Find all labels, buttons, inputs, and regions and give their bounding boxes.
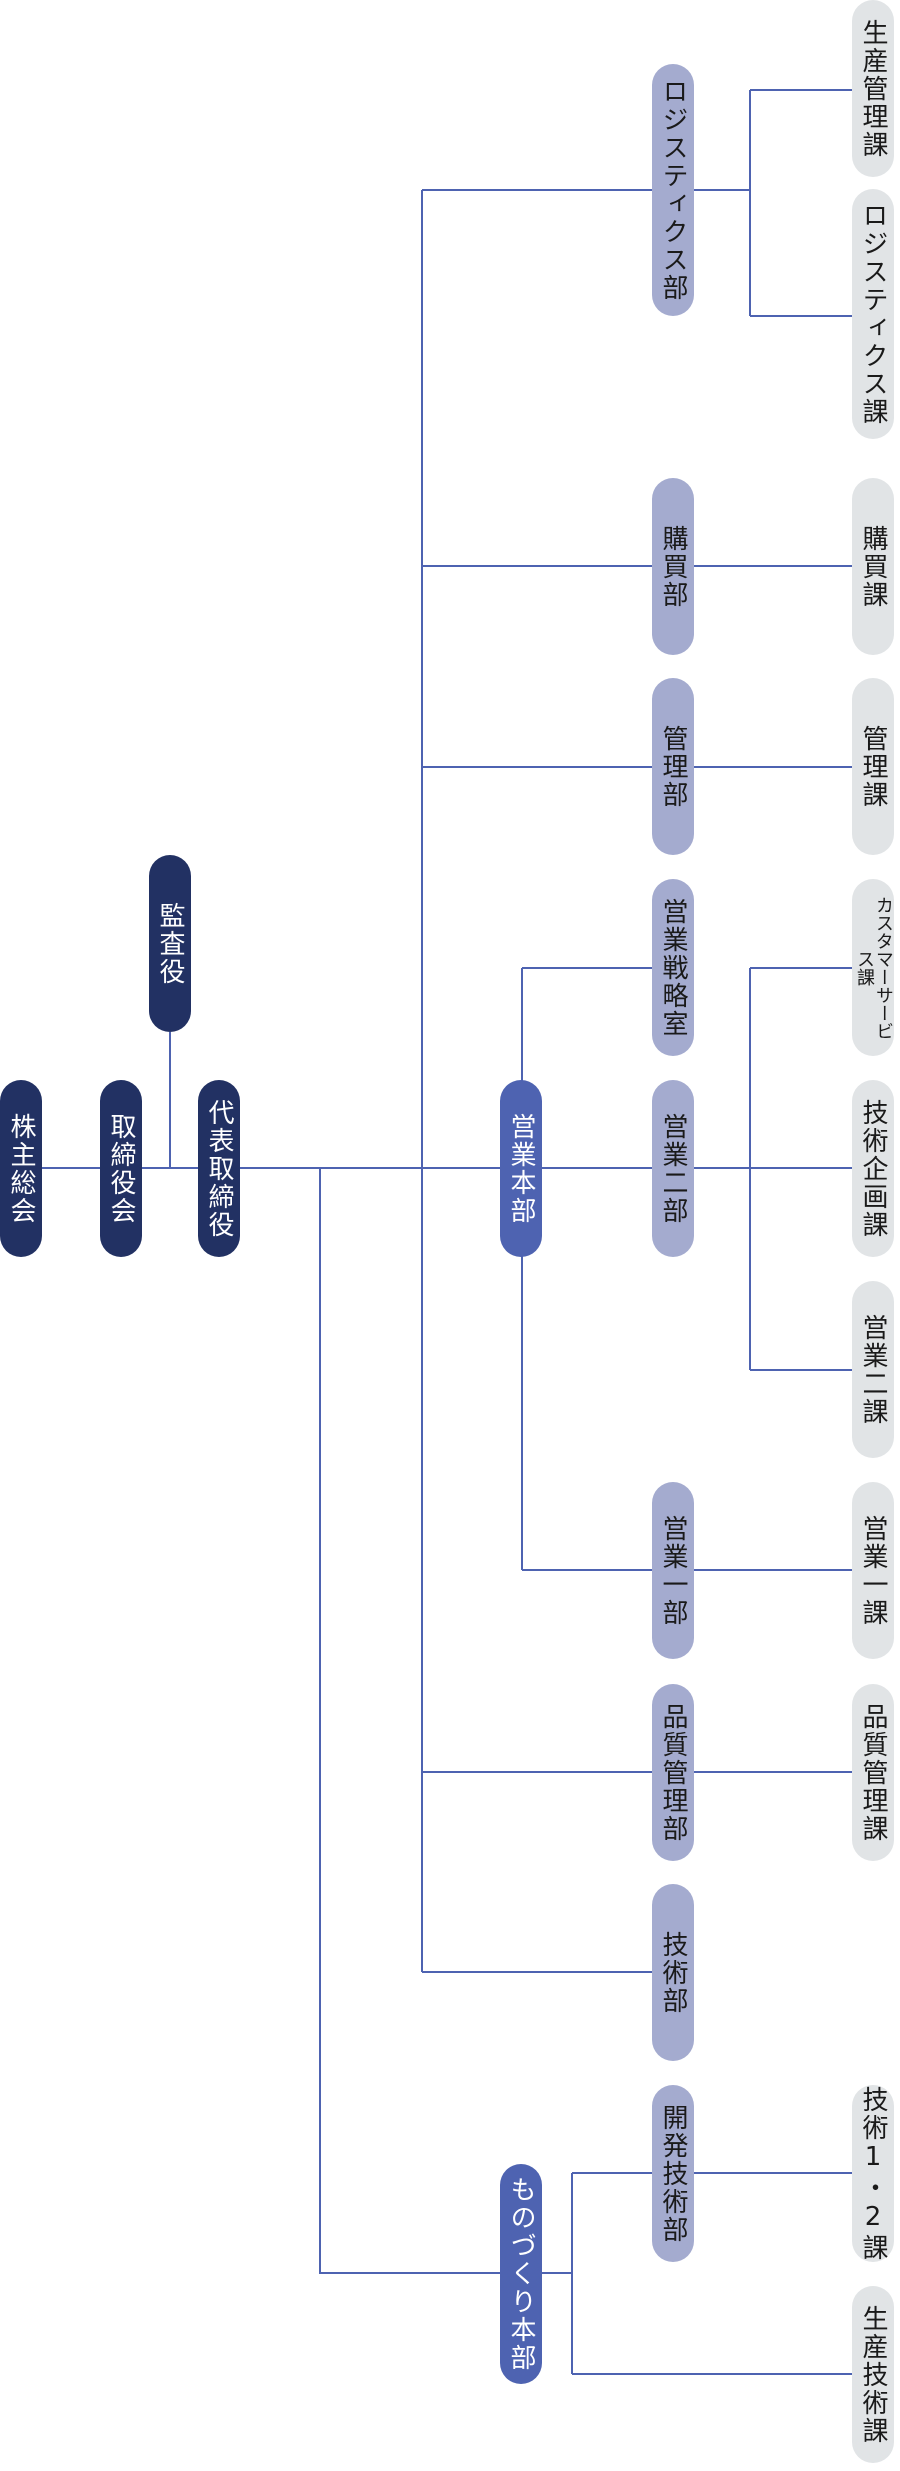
node-label: 営業二部 <box>658 1112 688 1225</box>
node-purchasing-section: 購買課 <box>852 478 894 655</box>
node-customer-service-section: カスタマーサービス課 <box>852 879 894 1056</box>
node-quality-dept: 品質管理部 <box>652 1684 694 1861</box>
node-label: 生産技術課 <box>858 2304 888 2445</box>
node-label: 技術1・2課 <box>858 2085 888 2262</box>
node-label: ロジスティクス部 <box>658 78 688 302</box>
node-management-dept: 管理部 <box>652 678 694 855</box>
node-logistics-dept: ロジスティクス部 <box>652 64 694 316</box>
node-sales1-section: 営業一課 <box>852 1482 894 1659</box>
node-label: 監査役 <box>155 901 185 986</box>
node-logistics-section: ロジスティクス課 <box>852 189 894 439</box>
node-sales2-section: 営業二課 <box>852 1281 894 1458</box>
node-label: ものづくり本部 <box>506 2176 536 2372</box>
node-sales-strategy-office: 営業戦略室 <box>652 879 694 1056</box>
node-label: 取締役会 <box>106 1112 136 1225</box>
node-sales-division: 営業本部 <box>500 1080 542 1257</box>
node-purchasing-dept: 購買部 <box>652 478 694 655</box>
node-label: 管理部 <box>658 724 688 809</box>
node-management-section: 管理課 <box>852 678 894 855</box>
line-monozukuri-trunk <box>319 1168 500 2274</box>
node-tech12-section: 技術1・2課 <box>852 2085 894 2262</box>
node-label: カスタマーサービス課 <box>854 895 894 1040</box>
node-label: 技術部 <box>658 1930 688 2015</box>
node-label: 営業一課 <box>858 1514 888 1627</box>
node-label: 生産管理課 <box>858 18 888 159</box>
node-auditor: 監査役 <box>149 855 191 1032</box>
node-label: 代表取締役 <box>204 1098 234 1239</box>
node-label: 営業二課 <box>858 1313 888 1426</box>
node-label: 開発技術部 <box>658 2103 688 2244</box>
node-label: 購買課 <box>858 524 888 609</box>
node-label: 購買部 <box>658 524 688 609</box>
node-production-mgmt-section: 生産管理課 <box>852 0 894 177</box>
node-production-tech-section: 生産技術課 <box>852 2286 894 2463</box>
node-label: 営業戦略室 <box>658 897 688 1038</box>
node-label: 営業一部 <box>658 1514 688 1627</box>
node-dev-tech-dept: 開発技術部 <box>652 2085 694 2262</box>
node-sales1-dept: 営業一部 <box>652 1482 694 1659</box>
node-label: 品質管理課 <box>858 1702 888 1843</box>
node-label: ロジスティクス課 <box>858 202 888 426</box>
node-label: 株主総会 <box>6 1112 36 1225</box>
node-sales2-dept: 営業二部 <box>652 1080 694 1257</box>
node-label: 管理課 <box>858 724 888 809</box>
node-tech-planning-section: 技術企画課 <box>852 1080 894 1257</box>
node-label: 技術企画課 <box>858 1098 888 1239</box>
node-shareholders-meeting: 株主総会 <box>0 1080 42 1257</box>
node-label: 品質管理部 <box>658 1702 688 1843</box>
node-president: 代表取締役 <box>198 1080 240 1257</box>
node-monozukuri-division: ものづくり本部 <box>500 2164 542 2384</box>
node-board-of-directors: 取締役会 <box>100 1080 142 1257</box>
node-quality-section: 品質管理課 <box>852 1684 894 1861</box>
node-technology-dept: 技術部 <box>652 1884 694 2061</box>
node-label: 営業本部 <box>506 1112 536 1225</box>
